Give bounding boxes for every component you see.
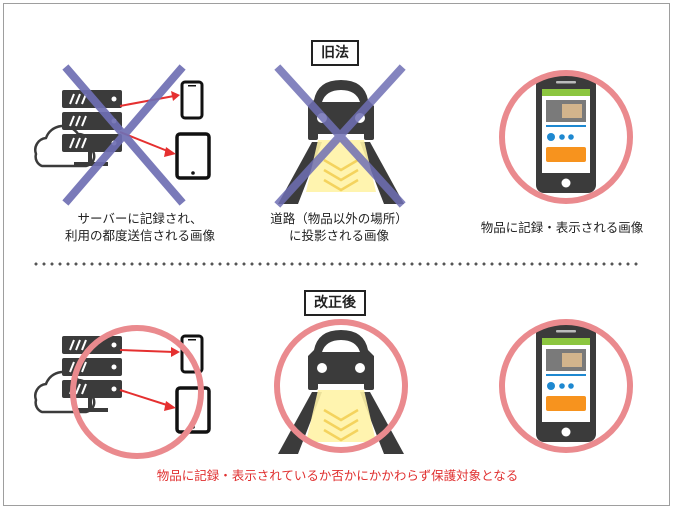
car-icon xyxy=(308,330,374,390)
new-law-label: 改正後 xyxy=(304,290,366,316)
cross-mark xyxy=(62,64,186,206)
smartphone-icon xyxy=(180,80,204,120)
road-projection-illustration-new xyxy=(274,319,408,454)
phone-display-illustration xyxy=(499,70,633,204)
circle-mark xyxy=(499,319,633,453)
circle-mark xyxy=(70,325,204,459)
phone-display-illustration-new xyxy=(499,319,633,453)
road-projection-illustration xyxy=(274,64,406,208)
phone-caption: 物品に記録・表示される画像 xyxy=(480,220,644,235)
transmission-arrows xyxy=(119,91,180,157)
server-caption-line-1: サーバーに記録され、 xyxy=(77,211,203,226)
tablet-icon xyxy=(175,132,211,180)
protection-note: 物品に記録・表示されているか否かにかかわらず保護対象となる xyxy=(156,468,519,483)
old-law-label: 旧法 xyxy=(311,40,359,66)
road-caption-line-1: 道路（物品以外の場所） xyxy=(270,211,408,226)
server-caption: サーバーに記録され、 利用の都度送信される画像 xyxy=(45,210,235,244)
transmission-arrows xyxy=(119,347,180,411)
road-caption-line-2: に投影される画像 xyxy=(288,228,389,243)
section-divider xyxy=(32,262,642,266)
smartphone-icon xyxy=(536,75,596,193)
server-transmission-illustration xyxy=(34,64,211,206)
circle-mark xyxy=(499,70,633,204)
circle-mark xyxy=(274,319,408,453)
server-transmission-illustration-new xyxy=(34,325,211,459)
server-caption-line-2: 利用の都度送信される画像 xyxy=(64,228,215,243)
smartphone-icon xyxy=(536,324,596,442)
road-icon xyxy=(278,390,404,454)
road-icon xyxy=(278,140,404,204)
road-caption: 道路（物品以外の場所） に投影される画像 xyxy=(254,210,424,244)
cross-mark xyxy=(274,64,406,208)
